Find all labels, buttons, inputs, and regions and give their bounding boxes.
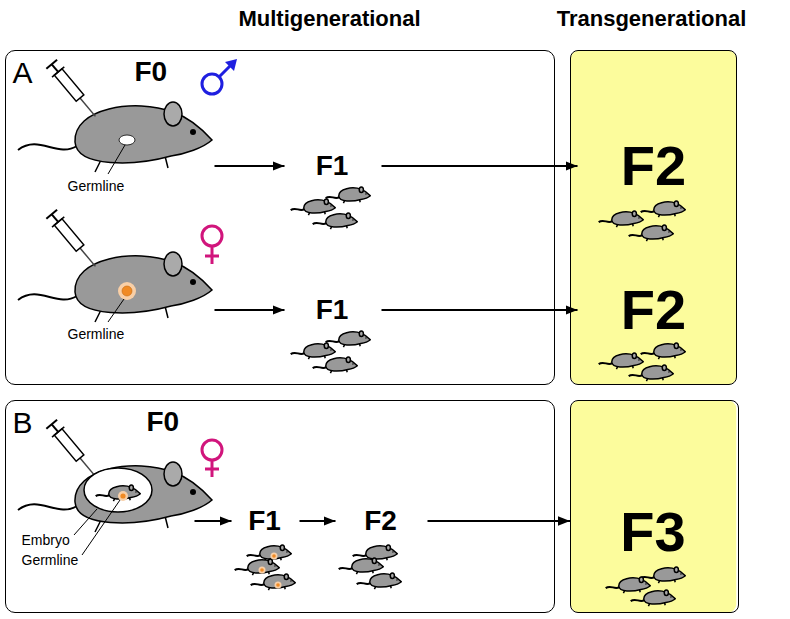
generation-label: F2 — [336, 505, 426, 537]
generation-label: F3 — [570, 500, 737, 564]
column-heading: Transgenerational — [522, 6, 782, 31]
germline-label: Germline — [68, 178, 148, 194]
column-heading: Multigenerational — [200, 6, 460, 31]
germline-halo — [118, 282, 136, 300]
female-symbol — [202, 226, 222, 264]
male-symbol — [202, 59, 237, 94]
arrow-connector — [215, 165, 285, 167]
leader-line — [82, 500, 120, 555]
generation-label: F2 — [578, 278, 730, 342]
offspring-mice — [235, 545, 686, 606]
mouse-group: EmbryoGermline — [18, 440, 195, 572]
germline-label: Germline — [68, 326, 148, 342]
germline-label: Germline — [22, 552, 102, 568]
female-symbol — [202, 440, 222, 477]
transgenerational-ground — [571, 51, 737, 385]
embryo-sac — [84, 468, 152, 512]
embryo-figure — [96, 485, 141, 501]
embryo-label: Embryo — [22, 532, 92, 548]
generation-group: F2 — [578, 274, 732, 384]
germline-halo — [118, 491, 128, 501]
generation-label: F0 — [135, 56, 195, 88]
panel-box: MultigenerationalAF0GermlineF1GermlineF1 — [5, 50, 555, 385]
generation-label: F1 — [285, 294, 380, 326]
generation-group: F1 — [285, 140, 382, 242]
mouse-group: Germline — [40, 246, 215, 350]
generation-group: F2 — [336, 505, 428, 600]
syringe — [46, 419, 102, 481]
panel-box: B F0EmbryoGermline F1 F2 — [5, 400, 555, 613]
mouse-group: Germline — [40, 96, 215, 200]
arrow-connector — [195, 520, 232, 522]
generation-group: F1 — [285, 284, 382, 384]
transgenerational-panel: TransgenerationalF2F2 — [570, 50, 737, 385]
generation-label: F0 — [147, 406, 207, 438]
germline-spot — [119, 135, 135, 145]
generation-group: F2 — [578, 130, 732, 246]
generation-group: F1 — [232, 505, 300, 600]
leader-line — [108, 145, 125, 174]
generation-label: F1 — [285, 150, 380, 182]
leader-line — [74, 509, 97, 535]
arrow-connector — [300, 520, 336, 522]
syringe — [46, 209, 102, 271]
arrow-connector — [382, 165, 578, 167]
generation-label: F2 — [578, 134, 730, 198]
generation-label: F1 — [232, 505, 298, 537]
mouse-figure — [18, 252, 212, 322]
panel-letter: A — [13, 56, 43, 91]
germline-spot — [122, 286, 132, 296]
transgenerational-panel: F3 — [570, 400, 739, 613]
panel-letter: B — [13, 406, 43, 441]
arrow-connector — [428, 520, 571, 522]
germline-spot — [120, 493, 125, 498]
arrow-connector — [382, 309, 578, 311]
syringe — [46, 59, 102, 121]
mouse-figure — [18, 462, 212, 532]
arrow-connector — [215, 309, 285, 311]
leader-line — [108, 299, 124, 322]
